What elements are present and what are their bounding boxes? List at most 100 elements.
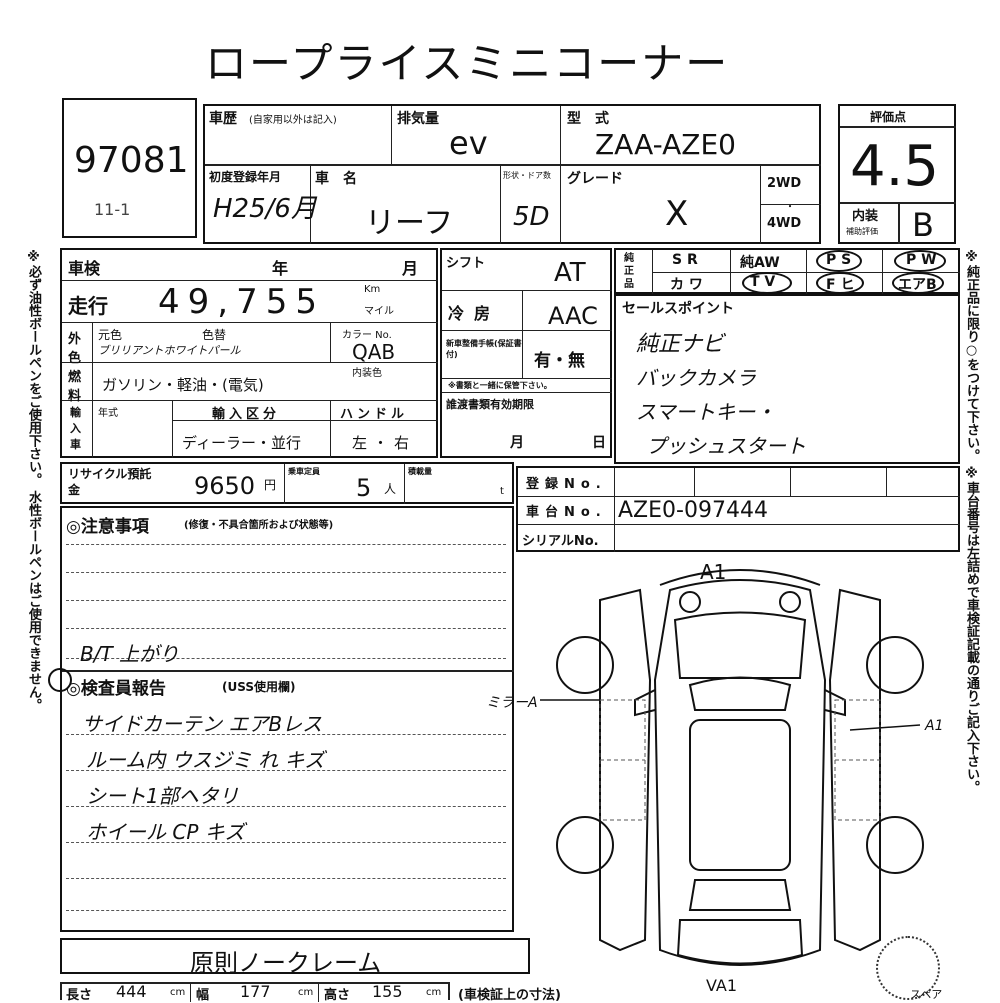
name-value: リーフ [365, 206, 454, 241]
sales-point-label: セールスポイント [622, 301, 734, 317]
inspection-box: 車検 年 月 走行 49,755 Km マイル 外色 元色 色替 ブリリアントホ… [60, 248, 438, 458]
claim-box: 原則ノークレーム [60, 938, 530, 977]
sales-point-2: バックカメラ [636, 366, 756, 390]
caution-note: (修復・不具合箇所および状態等) [184, 520, 334, 531]
right-side-note: ※純正品に限り○をつけて下さい。 ※車台番号は左詰めで車検証記載の通りご記入下さ… [964, 250, 979, 794]
model-label: 型 式 [567, 111, 609, 127]
displacement-value: ev [449, 124, 488, 162]
diagram-front-mark: A1 [700, 560, 727, 584]
airbag-circle [892, 272, 944, 294]
caution-text: B/T 上がり [80, 642, 180, 666]
fuel-label: 燃料 [68, 370, 82, 404]
mileage-value: 49,755 [158, 282, 325, 322]
inspector-note: (USS使用欄) [222, 680, 296, 694]
color-change-label: 色替 [202, 328, 227, 342]
doors-label: 形状・ドア数 [503, 171, 551, 180]
load-label: 積載量 [408, 467, 432, 476]
displacement-label: 排気量 [397, 111, 439, 127]
ac-value: AAC [548, 302, 598, 330]
inspector-label: ◎検査員報告 [66, 679, 166, 699]
model-value: ZAA-AZE0 [595, 128, 736, 161]
dimensions-row: 長さ 444 cm 幅 177 cm 高さ 155 cm [60, 982, 450, 1003]
equipment-box: 純正品 S R 純AW P S P W カ ワ T V F ヒ エアB [614, 248, 960, 294]
shaken-year-label: 年 [272, 259, 289, 278]
load-unit: t [500, 486, 504, 497]
handle-label: ハンドル [340, 407, 409, 422]
height-label: 高さ [324, 988, 351, 1003]
recycle-value: 9650 [194, 472, 256, 500]
grade-box: 評価点 4.5 内装 補助評価 B [838, 104, 956, 244]
length-unit: cm [170, 987, 186, 998]
spare-circle [876, 936, 940, 1000]
lot-number: 97081 [74, 140, 189, 181]
sales-point-box: セールスポイント 純正ナビ バックカメラ スマートキー・ プッシュスタート [614, 294, 960, 464]
drive-dot: ・ [785, 202, 795, 213]
color-code-label: カラー No. [342, 330, 392, 341]
chassis-label: 車台No. [526, 505, 607, 520]
shift-label: シフト [446, 256, 486, 271]
equip-sr[interactable]: S R [672, 252, 698, 268]
grade-name-value: X [665, 194, 689, 234]
equip-leather[interactable]: カ ワ [670, 277, 703, 293]
report-line-4: ホイール CP キズ [86, 820, 245, 844]
shaken-month-label: 月 [402, 259, 419, 278]
color-value: ブリリアントホワイトパール [98, 344, 241, 357]
shift-ac-box: シフト AT 冷房 AAC 新車整備手帳(保証書付) 有・無 ※書類と一緒に保管… [440, 248, 612, 458]
capacity-value: 5 [356, 474, 372, 502]
tax-month: 月 [510, 435, 524, 451]
new-warranty-label: 新車整備手帳(保証書付) [446, 339, 522, 359]
first-reg-label: 初度登録年月 [209, 170, 282, 184]
capacity-unit: 人 [384, 482, 397, 496]
color-side-label: 外色 [68, 332, 82, 366]
diagram-rear-mark: VA1 [706, 976, 738, 995]
first-reg-value: H25/6月 [213, 194, 317, 224]
b-circle-mark [48, 668, 72, 692]
width-unit: cm [298, 987, 314, 998]
import-type-label: 輸入区分 [212, 407, 281, 422]
mileage-km: Km [364, 284, 381, 295]
capacity-label: 乗車定員 [288, 467, 320, 476]
page-title: ロープライスミニコーナー [205, 39, 730, 88]
spare-label: スペア [910, 988, 943, 1001]
height-unit: cm [426, 987, 442, 998]
interior-color-label: 内装色 [352, 368, 382, 379]
interior-sub: 補助評価 [846, 227, 878, 236]
shaken-label: 車検 [68, 259, 101, 278]
name-label: 車 名 [315, 171, 357, 187]
pw-circle [894, 250, 946, 272]
notes-box: ◎注意事項 (修復・不具合箇所および状態等) B/T 上がり ◎検査員報告 (U… [48, 506, 514, 932]
height-value: 155 [372, 982, 403, 1001]
chassis-value: AZE0-097444 [618, 498, 768, 523]
mileage-label: 走行 [68, 294, 108, 318]
sales-point-1: 純正ナビ [636, 332, 725, 357]
grade-name-label: グレード [567, 171, 623, 187]
claim-text: 原則ノークレーム [190, 949, 382, 977]
shift-value: AT [554, 258, 586, 288]
equip-aw[interactable]: 純AW [740, 255, 780, 271]
new-warranty-note: ※書類と一緒に保管下さい。 [448, 381, 552, 390]
diagram-right-mark: A1 [925, 718, 944, 734]
lot-number-box: 97081 11-1 [62, 98, 197, 238]
equipment-label: 純正品 [624, 253, 634, 290]
grade-label: 評価点 [870, 110, 907, 124]
fuel-value: ガソリン・軽油・(電気) [102, 376, 264, 394]
serial-label: シリアルNo. [522, 534, 599, 549]
interior-value: B [912, 206, 934, 244]
orig-color-label: 元色 [98, 328, 123, 342]
left-side-note: ※必ず油性ボールペンをご使用下さい。 水性ボールペンはご使用できません。 [26, 250, 41, 712]
vehicle-info-box: 車歴 (自家用以外は記入) 排気量 ev 型 式 ZAA-AZE0 初度登録年月… [203, 104, 821, 244]
length-label: 長さ [66, 988, 93, 1003]
fh-circle [816, 272, 864, 294]
mileage-mile: マイル [364, 306, 394, 317]
length-value: 444 [116, 982, 147, 1001]
report-line-3: シート1部ヘタリ [86, 784, 239, 808]
import-type-value: ディーラー・並行 [182, 434, 301, 452]
car-diagram [540, 569, 924, 966]
width-label: 幅 [196, 988, 210, 1003]
recycle-box: リサイクル預託金 9650 円 乗車定員 5 人 積載量 t [60, 462, 514, 504]
doors-value: 5D [513, 202, 550, 232]
import-year-label: 年式 [98, 408, 118, 419]
diagram-side-mark: ミラーA [486, 695, 538, 711]
drive-2wd: 2WD [767, 176, 802, 191]
lot-sub: 11-1 [94, 200, 131, 219]
